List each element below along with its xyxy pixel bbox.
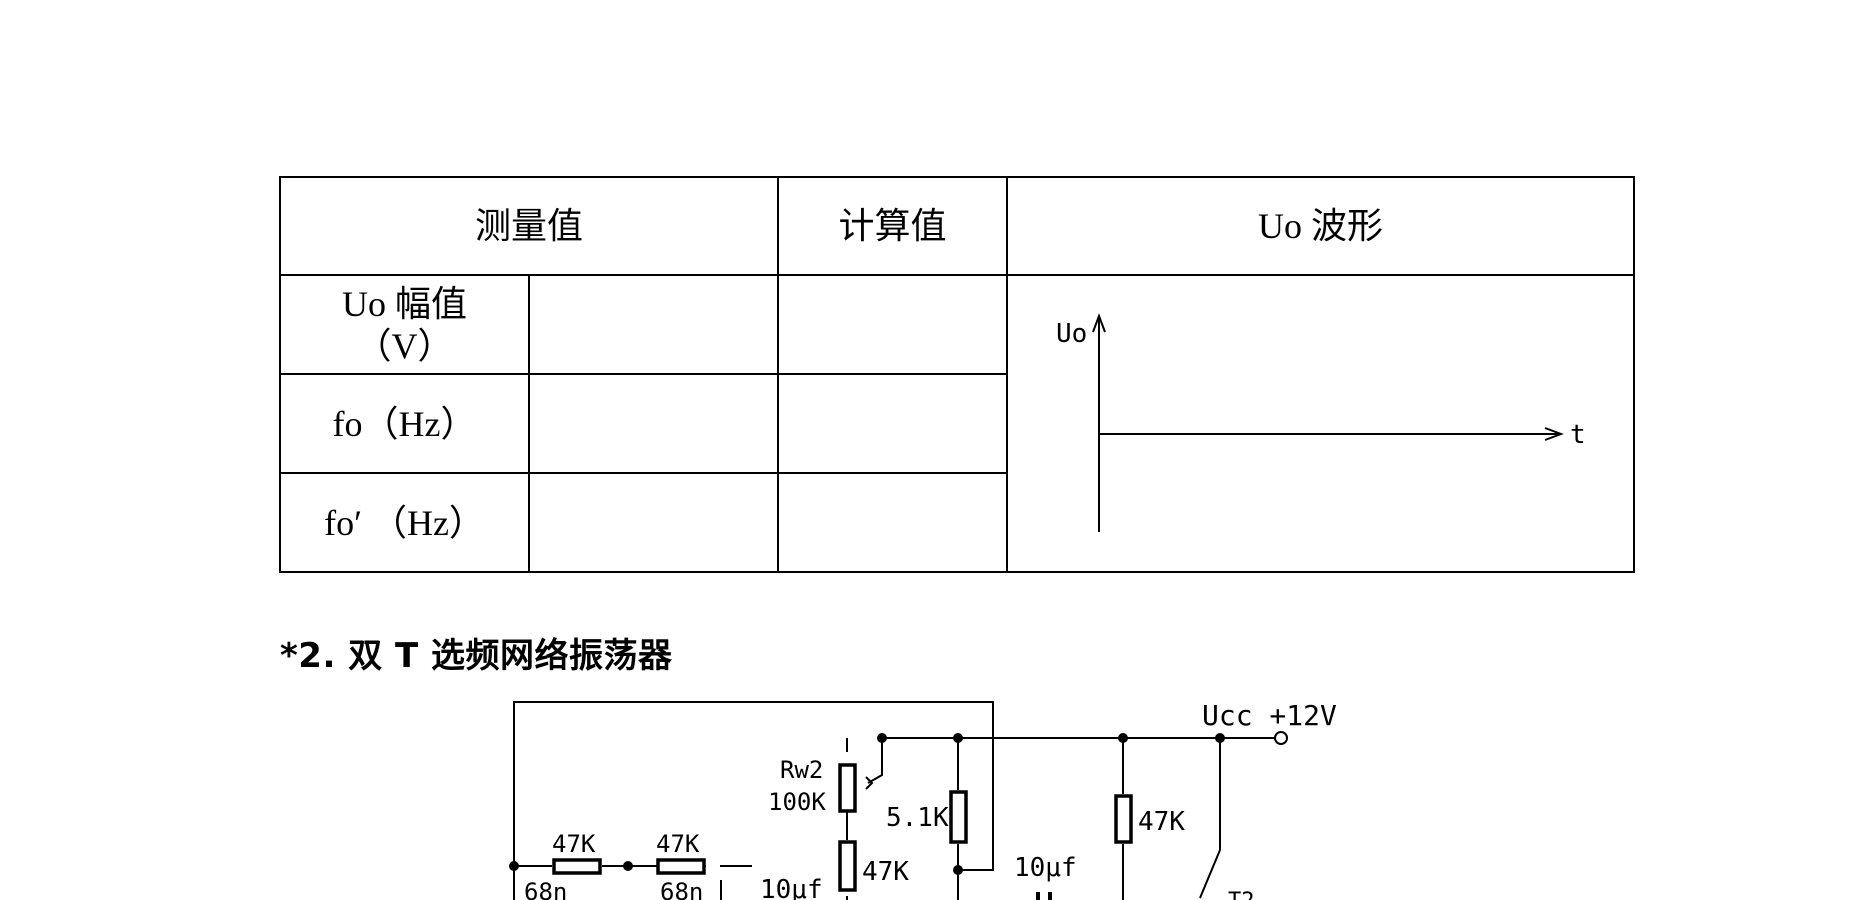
r-47k-under-rw2-label: 47K [862, 857, 909, 887]
c-68n-left-label: 68n [524, 878, 567, 900]
circuit-diagram: Ucc +12V Rw2 100K 47K 47K 5.1K 47K 47K 6… [509, 699, 1337, 900]
y-axis-arrow [1092, 313, 1106, 333]
c-10uf-right-label: 10μf [1014, 853, 1077, 883]
circuit-junctions [509, 733, 1225, 875]
waveform-cell: Uo t [1006, 274, 1636, 573]
resistor-47k-under-rw2 [838, 840, 857, 892]
rw2-wiper-arrow [865, 776, 874, 790]
row-label-fo-prime: fo′ （Hz） [279, 472, 530, 573]
x-axis-label: t [1570, 420, 1586, 450]
section-title: *2. 双 T 选频网络振荡器 [280, 636, 673, 676]
transistor-label: T2 [1228, 889, 1255, 900]
r-47k-left-label: 47K [552, 830, 596, 858]
cell-uo-calculated[interactable] [777, 274, 1009, 375]
row-label-uo-amplitude-line2: （V） [355, 325, 454, 366]
waveform-axes: Uo t [1056, 313, 1586, 532]
r-47k-mid-label: 47K [656, 830, 700, 858]
resistor-rw2 [838, 763, 857, 813]
supply-terminal [1274, 731, 1288, 745]
rw2-label: Rw2 [780, 756, 823, 784]
cell-fo-calculated[interactable] [777, 373, 1009, 474]
cell-uo-measured[interactable] [527, 274, 780, 375]
r-5-1k-label: 5.1K [886, 803, 949, 833]
cell-fo-prime-measured[interactable] [527, 472, 780, 573]
c-68n-mid-label: 68n [660, 878, 703, 900]
row-label-uo-amplitude-line1: Uo 幅值 [342, 283, 467, 324]
y-axis-label: Uo [1056, 319, 1087, 349]
x-axis-arrow [1544, 427, 1564, 441]
cell-fo-prime-calculated[interactable] [777, 472, 1009, 573]
circuit-capacitors [1036, 892, 1052, 900]
header-waveform: Uo 波形 [1006, 176, 1636, 276]
resistor-47k-mid [656, 858, 706, 875]
circuit-resistors [552, 763, 1133, 892]
c-10uf-left-label: 10μf [760, 875, 823, 900]
r-47k-right-label: 47K [1138, 807, 1185, 837]
rw2-value: 100K [768, 788, 826, 816]
resistor-5-1k [949, 790, 968, 844]
cell-fo-measured[interactable] [527, 373, 780, 474]
supply-label: Ucc +12V [1202, 699, 1337, 732]
resistor-47k-left [552, 858, 602, 875]
measurement-table: 测量值 计算值 Uo 波形 Uo 幅值 （V） Uo t fo（Hz） fo′ … [278, 176, 1636, 573]
resistor-47k-right [1114, 794, 1133, 844]
row-label-uo-amplitude: Uo 幅值 （V） [279, 274, 530, 375]
header-calculated: 计算值 [777, 176, 1009, 276]
row-label-fo: fo（Hz） [279, 373, 530, 474]
header-measured: 测量值 [278, 176, 780, 276]
